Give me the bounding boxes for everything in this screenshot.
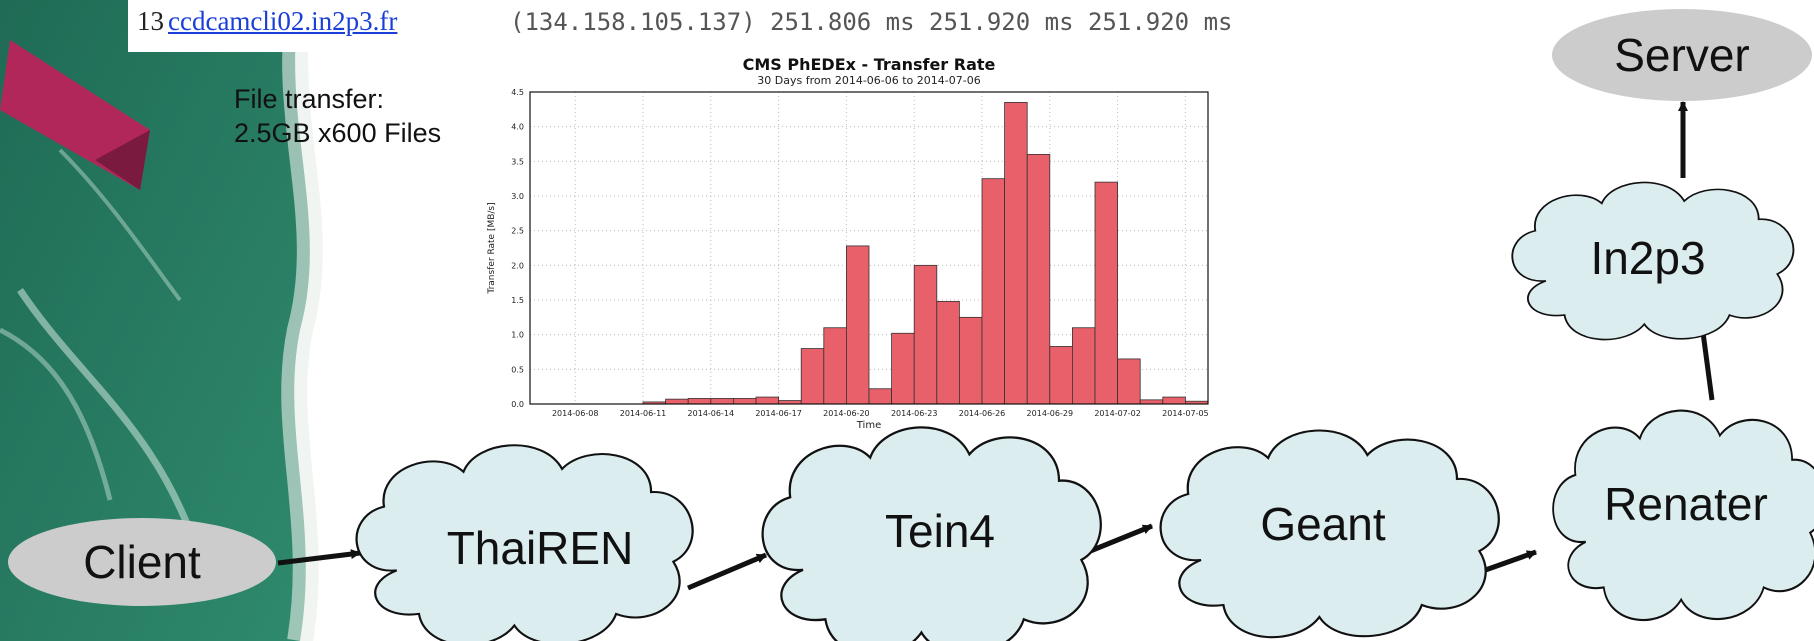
chart-plot-frame [529, 91, 1209, 405]
chart-x-tick-label: 2014-07-05 [1162, 409, 1209, 418]
chart-x-tick-label: 2014-06-29 [1027, 409, 1074, 418]
server-node: Server [1552, 9, 1812, 101]
cloud-thairen [355, 444, 694, 641]
traceroute-output [128, 0, 1458, 52]
cloud-tein4 [761, 426, 1102, 641]
chart-x-axis-label: Time [856, 420, 881, 431]
chart-y-tick-label: 4.0 [511, 123, 524, 132]
traceroute-hop-number: 13 [137, 6, 164, 36]
chart-y-tick-label: 2.5 [511, 227, 524, 236]
arrow-client-to-thairen [277, 549, 361, 566]
tein4-label: Tein4 [885, 505, 995, 557]
server-label: Server [1614, 29, 1749, 81]
chart-title: CMS PhEDEx - Transfer Rate [743, 56, 996, 74]
client-label: Client [83, 536, 201, 588]
cloud-renater [1552, 409, 1814, 622]
traceroute-timing: (134.158.105.137) 251.806 ms 251.920 ms … [510, 8, 1233, 36]
chart-x-tick-label: 2014-07-02 [1094, 409, 1141, 418]
chart-x-tick-label: 2014-06-11 [620, 409, 667, 418]
client-node: Client [8, 518, 276, 606]
chart-x-tick-label: 2014-06-17 [755, 409, 802, 418]
chart-y-tick-label: 3.5 [511, 157, 524, 166]
chart-y-tick-label: 4.5 [511, 88, 524, 97]
chart-x-tick-label: 2014-06-23 [891, 409, 938, 418]
geant-label: Geant [1260, 498, 1386, 550]
chart-x-tick-label: 2014-06-08 [552, 409, 599, 418]
chart-subtitle: 30 Days from 2014-06-06 to 2014-07-06 [757, 74, 980, 87]
chart-x-tick-label: 2014-06-26 [959, 409, 1006, 418]
file-transfer-note: File transfer: 2.5GB x600 Files [234, 82, 441, 150]
chart-y-tick-label: 1.5 [511, 296, 524, 305]
chart-y-tick-label: 0.5 [511, 365, 524, 374]
cloud-in2p3 [1511, 181, 1795, 341]
chart-x-tick-label: 2014-06-20 [823, 409, 870, 418]
chart-y-tick-label: 3.0 [511, 192, 524, 201]
chart-x-tick-label: 2014-06-14 [688, 409, 735, 418]
chart-y-tick-label: 0.0 [511, 400, 524, 409]
renater-label: Renater [1604, 478, 1768, 530]
thairen-label: ThaiREN [447, 522, 634, 574]
file-transfer-size: 2.5GB x600 Files [234, 118, 442, 148]
arrow-thairen-to-tein4 [687, 552, 767, 591]
traceroute-host-link[interactable]: ccdcamcli02.in2p3.fr [168, 6, 398, 36]
chart-y-tick-label: 1.0 [511, 331, 524, 340]
chart-y-axis-label: Transfer Rate [MB/s] [487, 202, 497, 294]
chart-y-tick-label: 2.0 [511, 261, 524, 270]
file-transfer-label: File transfer: [234, 84, 385, 114]
cloud-geant [1159, 429, 1500, 639]
in2p3-label: In2p3 [1590, 232, 1705, 284]
